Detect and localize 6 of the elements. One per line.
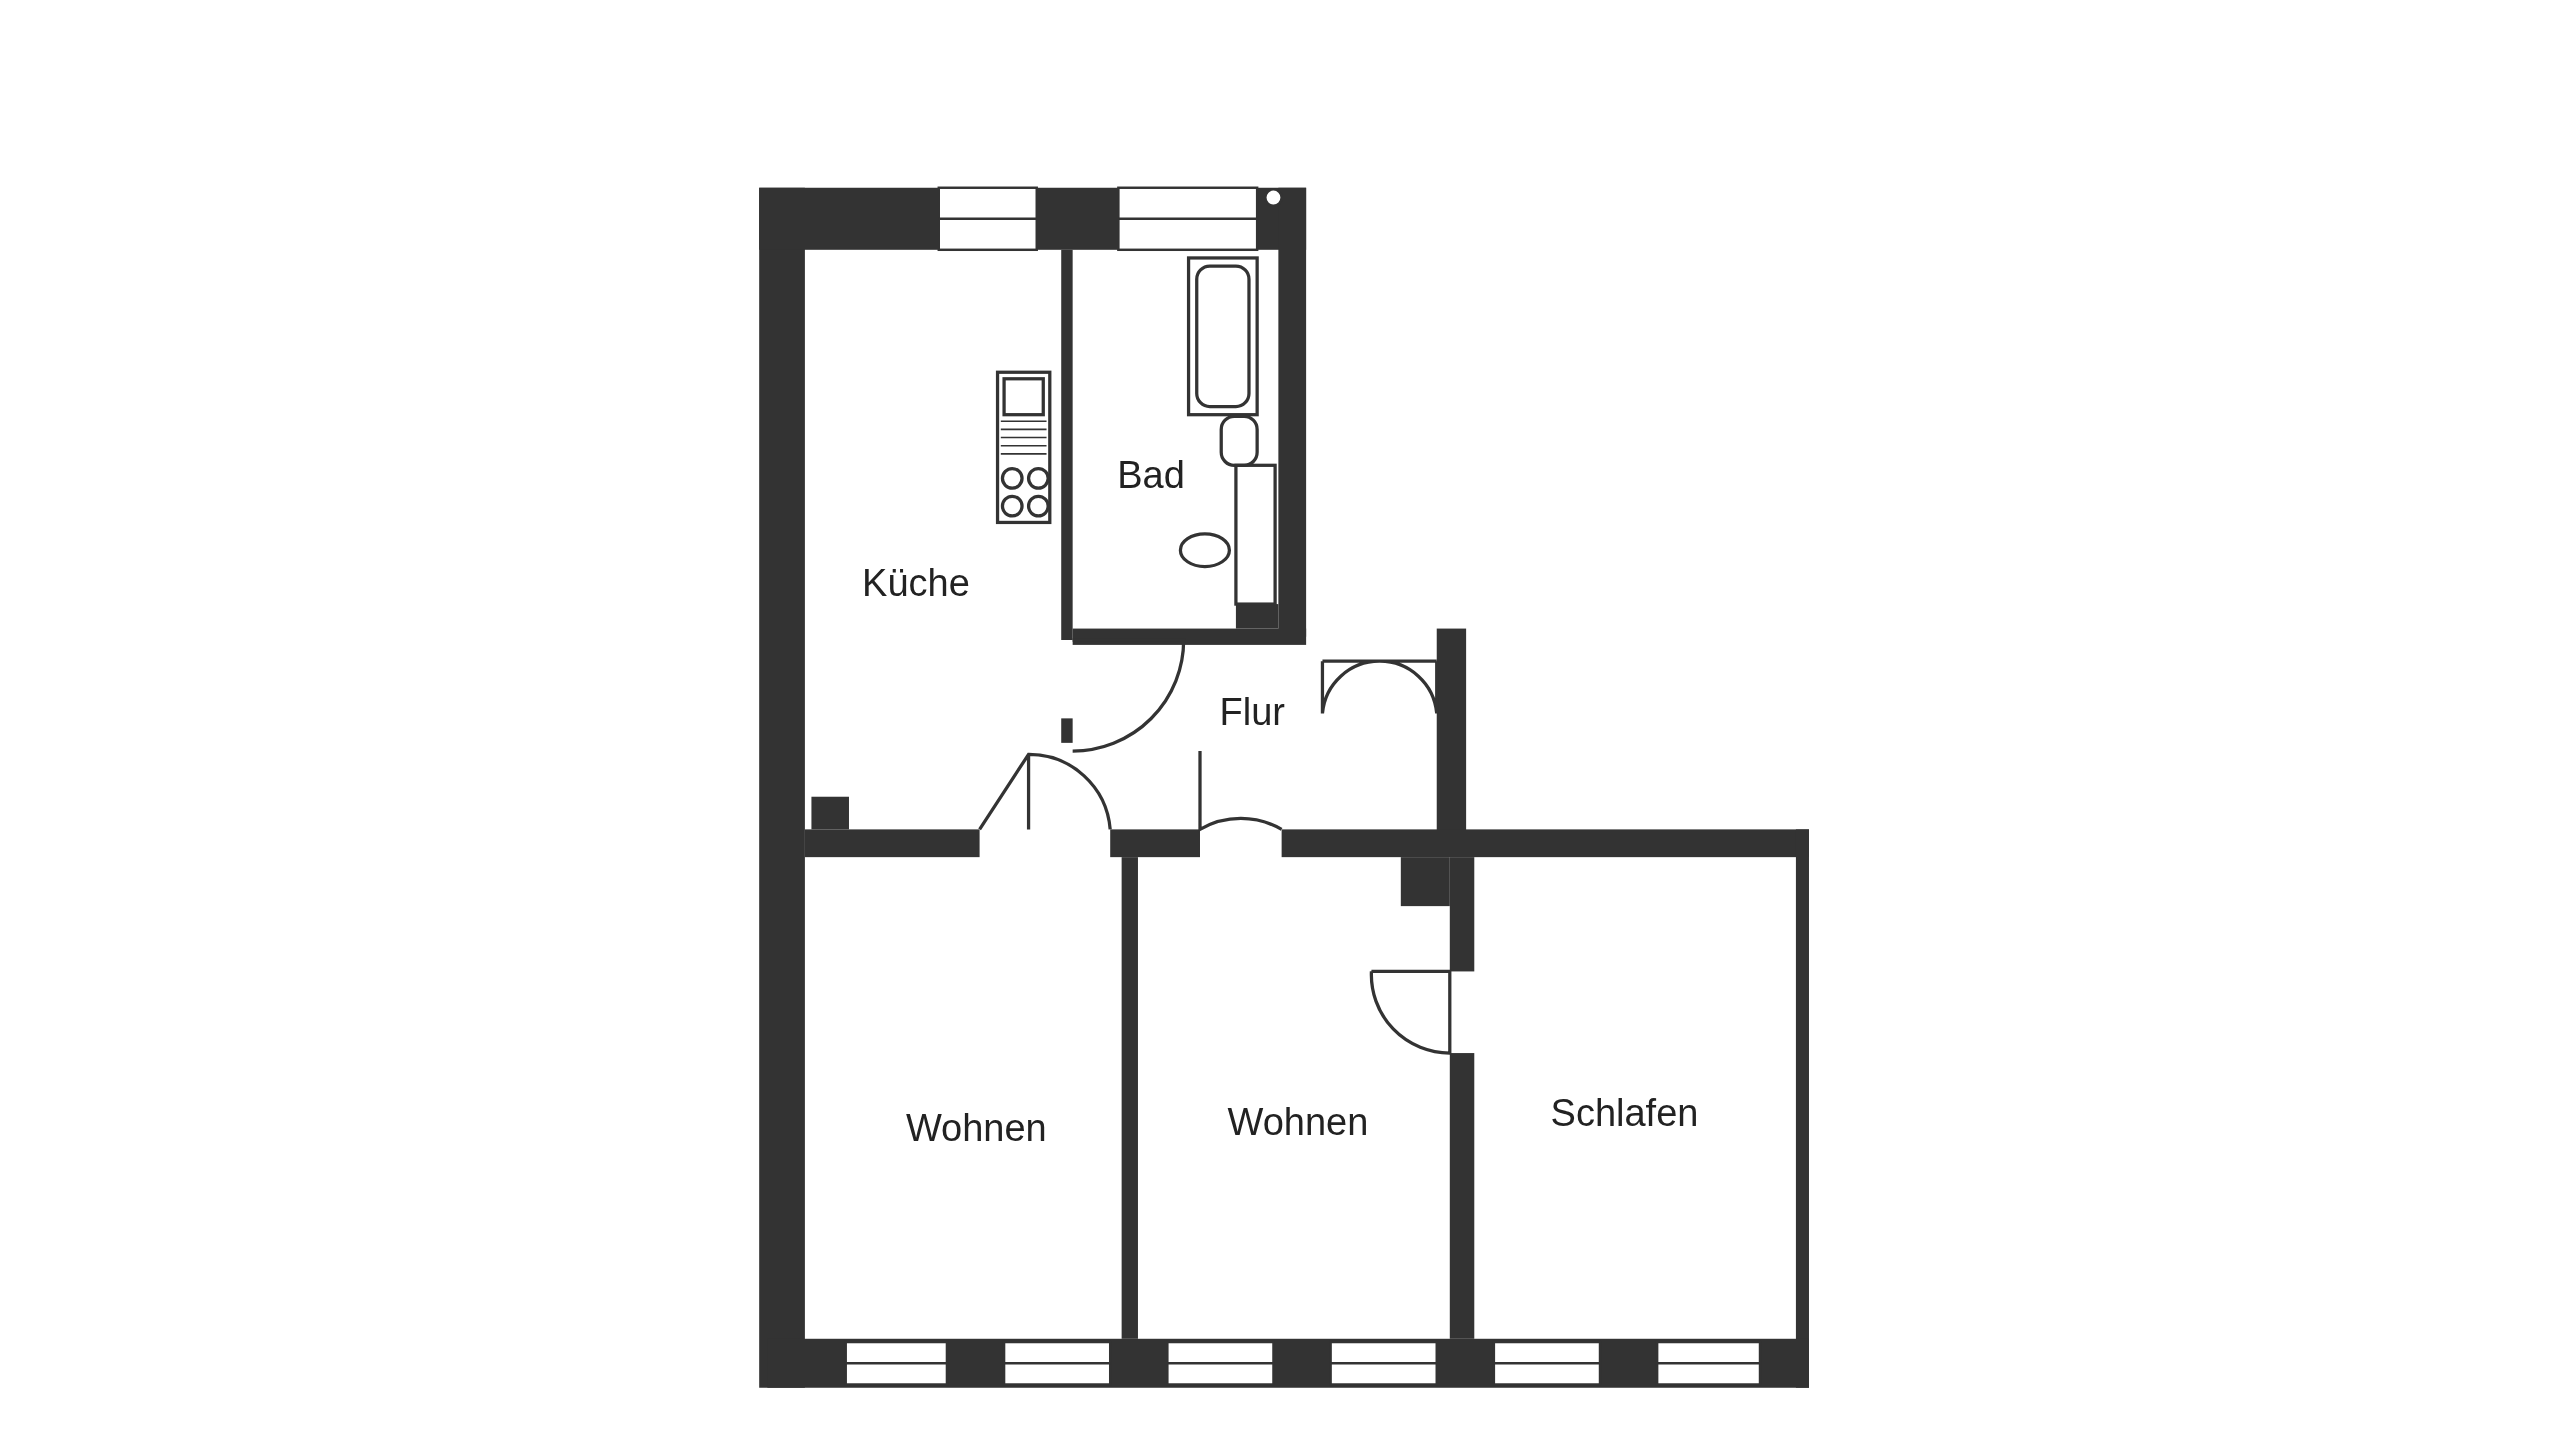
room-label: Schlafen bbox=[1550, 1091, 1699, 1135]
room-label: Flur bbox=[1219, 690, 1285, 734]
room-label: Bad bbox=[1117, 453, 1185, 497]
room-label: Wohnen bbox=[1227, 1100, 1369, 1144]
room-label: Wohnen bbox=[905, 1106, 1047, 1150]
room-label: Küche bbox=[862, 561, 970, 605]
